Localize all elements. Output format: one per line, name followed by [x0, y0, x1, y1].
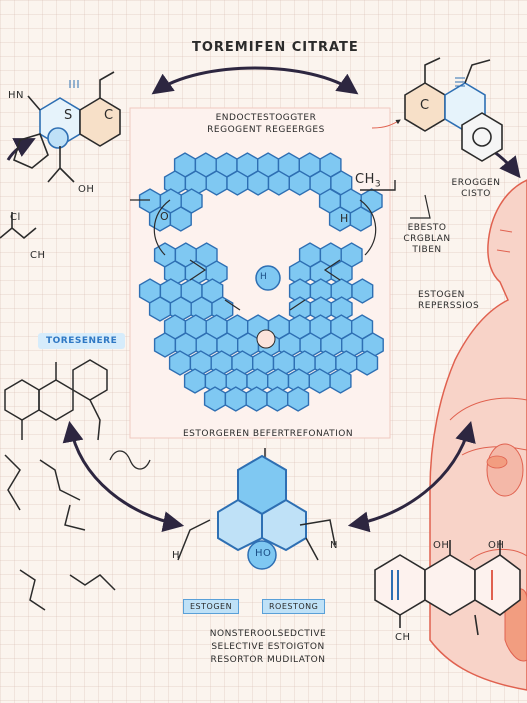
estogen-label: ESTOGEN REPERSSIOS [418, 290, 479, 312]
atom-c: C [104, 108, 114, 123]
lattice-hexagon [266, 386, 289, 412]
molecule-top-right [404, 57, 503, 162]
bottom-caption-line-2: SELECTIVE ESTOIGTON [211, 642, 325, 652]
molecule-bottom-right [374, 540, 521, 636]
lattice-hexagon [183, 368, 207, 394]
atom-o-left-pocket: O [160, 210, 170, 223]
erogen-label: EROGGEN CISTO [444, 178, 508, 200]
molecule-bottom-center [177, 454, 336, 570]
atom-n-bottom: N [330, 540, 338, 551]
erogen-line-1: EROGGEN [451, 178, 501, 188]
lattice-hexagon [351, 278, 374, 304]
bottom-caption-line-3: RESORTOR MUDILATON [210, 655, 326, 665]
top-double-arrow [151, 66, 359, 95]
human-body-illustration [429, 179, 527, 691]
lattice-hexagon [287, 386, 310, 412]
estogen-line-1: ESTOGEN [418, 290, 465, 300]
atom-ho-bottom: HO [255, 548, 272, 559]
atom-h-center: H [260, 272, 268, 282]
molecule-top-left [0, 71, 121, 240]
decorative-dashes [69, 77, 465, 88]
atom-h-bottom: H [172, 550, 181, 561]
atom-ch-bottom: CH [395, 632, 411, 643]
lattice-hexagon [329, 368, 352, 394]
ebesto-label: EBESTO CRGBLAN TIBEN [395, 223, 459, 256]
atom-oh-right-2: OH [488, 540, 505, 551]
lattice-hexagon [330, 296, 353, 322]
lattice-hexagon [246, 170, 270, 196]
ligand-face [256, 329, 276, 349]
estogen-line-2: REPERSSIOS [418, 301, 480, 311]
atom-oh-right: OH [433, 540, 450, 551]
lattice-hexagon [224, 386, 247, 412]
toresenere-tag: TORESENERE [38, 333, 126, 349]
lattice-hexagon [168, 350, 192, 376]
lattice-hexagon [245, 386, 268, 412]
lattice-hexagon [308, 368, 331, 394]
lattice-hexagon [356, 350, 379, 376]
ebesto-line-1: EBESTO [407, 223, 447, 233]
pill-estogen: ESTOGEN [183, 599, 240, 614]
pill-roestong: ROESTONG [262, 599, 326, 614]
bottom-caption-line-1: NONSTEROOLSEDCTIVE [209, 629, 327, 639]
diagram-title: TOREMIFEN CITRATE [192, 40, 359, 55]
receptor-label-line-1: ENDOCTESTOGGTER [215, 113, 317, 123]
ebesto-line-3: TIBEN [412, 245, 442, 255]
lattice-hexagon [226, 170, 249, 196]
atom-s: S [64, 108, 73, 123]
atom-hn: HN [8, 90, 24, 101]
methyl-ch: CH [355, 172, 375, 187]
receptor-label-line-2: REGOGENT REGEERGES [207, 125, 325, 135]
atom-h-right-pocket: H [340, 212, 349, 225]
lattice-hexagon [330, 260, 353, 286]
atom-ch-left: CH [30, 250, 46, 261]
atom-c-right: C [420, 98, 430, 113]
atom-cl: Cl [10, 212, 21, 223]
molecule-left-middle [4, 359, 116, 611]
lattice-hexagon [349, 206, 372, 232]
lattice-hexagon [205, 170, 228, 196]
bottom-caption: NONSTEROOLSEDCTIVE SELECTIVE ESTOIGTON R… [158, 628, 378, 667]
lattice-hexagon [169, 206, 192, 232]
lattice-hexagon [148, 296, 172, 322]
ebesto-line-2: CRGBLAN [403, 234, 451, 244]
binding-pocket-lines [130, 180, 431, 311]
lattice-hexagon [288, 170, 311, 196]
methyl-sub: 3 [374, 179, 382, 190]
central-ligand-atom [255, 265, 281, 291]
receptor-label: ENDOCTESTOGGTER REGOGENT REGEERGES [196, 112, 336, 136]
lattice-hexagon [153, 332, 177, 358]
right-double-arrow [347, 420, 476, 533]
left-double-arrow [62, 420, 185, 532]
methyl-label: CH3 [355, 172, 381, 190]
mid-label: ESTORGEREN BEFERTREFONATION [183, 429, 354, 439]
atom-oh-left: OH [78, 184, 95, 195]
lattice-hexagon [267, 170, 290, 196]
erogen-line-2: CISTO [461, 189, 491, 199]
receptor-hexagon-lattice [138, 152, 384, 412]
lattice-hexagon [203, 386, 227, 412]
